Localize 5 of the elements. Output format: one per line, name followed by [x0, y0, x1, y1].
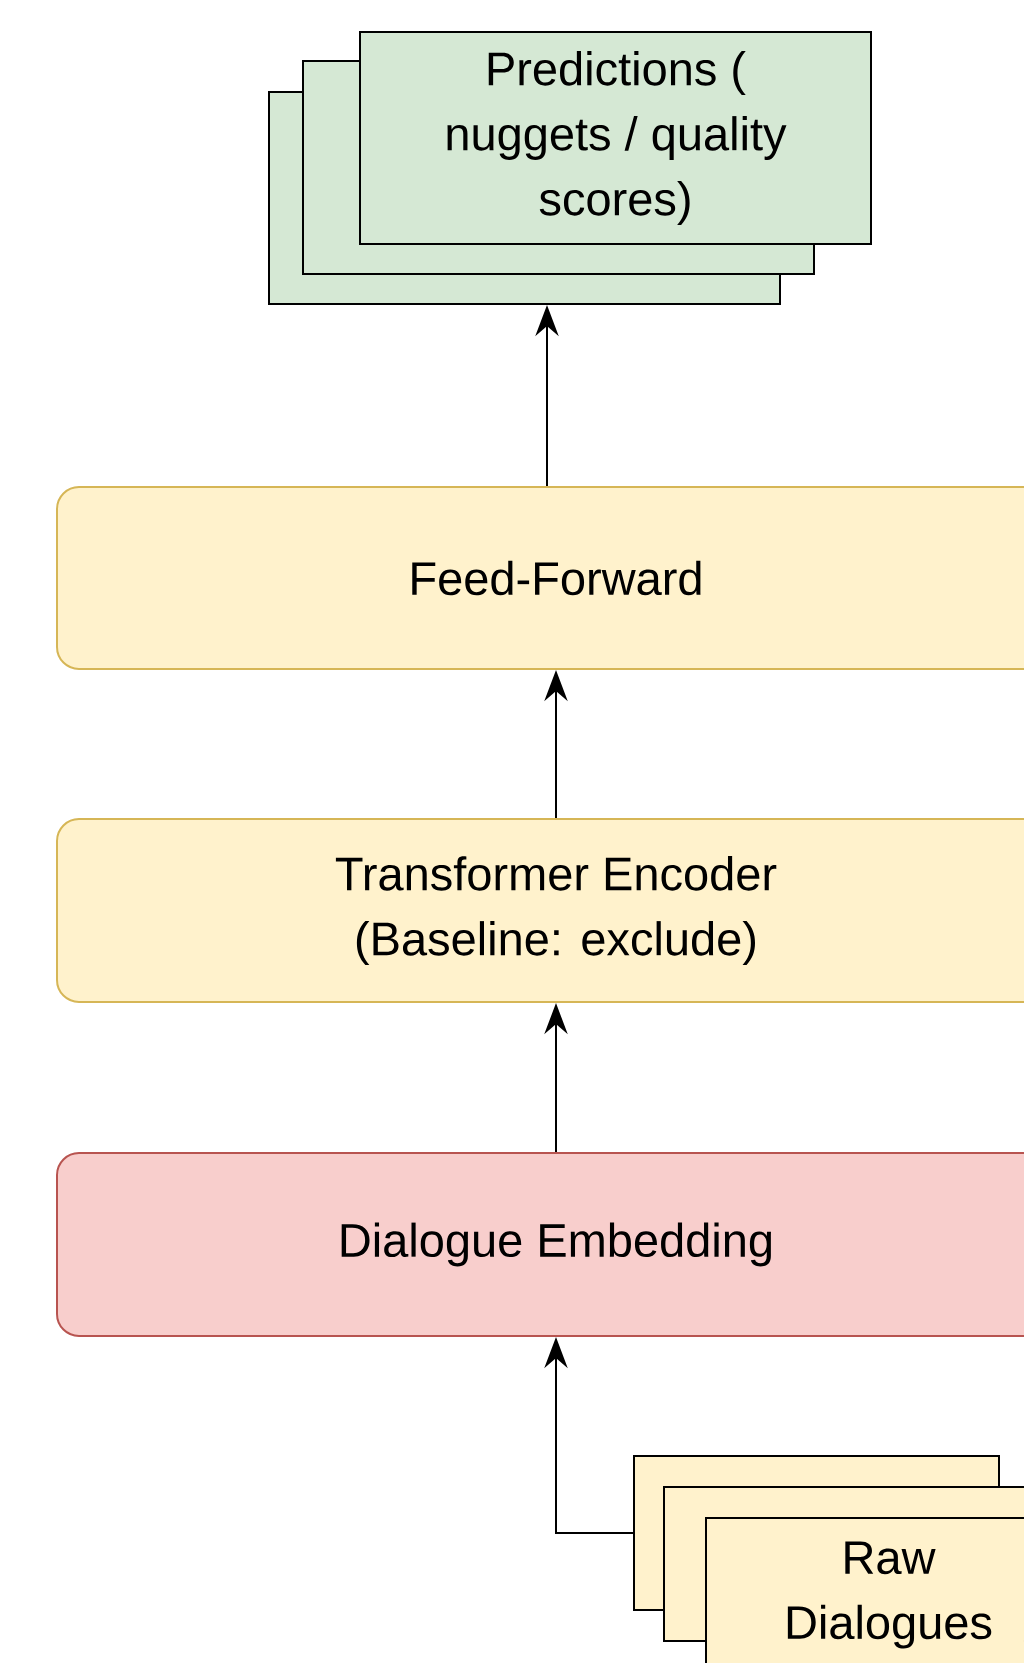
- layer-box: Transformer Encoder (Baseline: exclude): [56, 818, 1024, 1003]
- layer-box: Feed-Forward: [56, 486, 1024, 670]
- prediction-box: Predictions ( nuggets / quality scores): [359, 31, 872, 245]
- input-box: Raw Dialogues: [705, 1517, 1024, 1663]
- layer-box: Dialogue Embedding: [56, 1152, 1024, 1337]
